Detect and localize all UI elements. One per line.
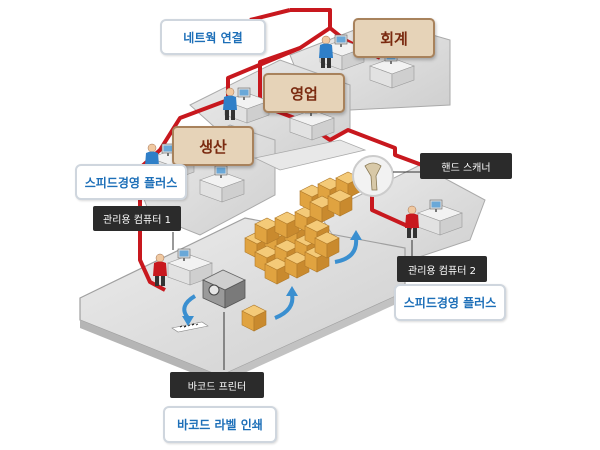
conveyor	[253, 139, 367, 171]
box-stack-icon	[241, 304, 267, 332]
network-line-right	[258, 46, 432, 172]
production-label: 생산	[172, 126, 254, 166]
admin-pc-2-label: 관리용 컴퓨터 2	[397, 256, 487, 282]
barcode-printer-icon	[202, 269, 246, 309]
network-label: 네트웍 연결	[160, 19, 266, 55]
barcode-printer-label: 바코드 프린터	[170, 372, 264, 398]
sales-label: 영업	[263, 73, 345, 113]
hand-scanner-icon	[352, 155, 394, 197]
flow-arrow-head	[182, 316, 194, 326]
network-line	[138, 8, 332, 292]
flow-arrow-icon	[274, 293, 295, 320]
speed-plus-label-right: 스피드경영 플러스	[394, 284, 506, 321]
flow-arrow-icon	[334, 237, 359, 264]
network-line-right-down	[370, 195, 413, 230]
flow-arrow-head	[286, 286, 298, 296]
barcode-label-icon	[171, 321, 209, 333]
barcode-label-print-label: 바코드 라벨 인쇄	[163, 406, 277, 443]
flow-arrow-head	[350, 230, 362, 240]
network-line-branch-top	[249, 8, 291, 22]
speed-plus-label-left: 스피드경영 플러스	[75, 164, 187, 200]
admin-pc-1-label: 관리용 컴퓨터 1	[93, 206, 181, 231]
accounting-label: 회계	[353, 18, 435, 58]
hand-scanner-label: 핸드 스캐너	[420, 153, 512, 179]
